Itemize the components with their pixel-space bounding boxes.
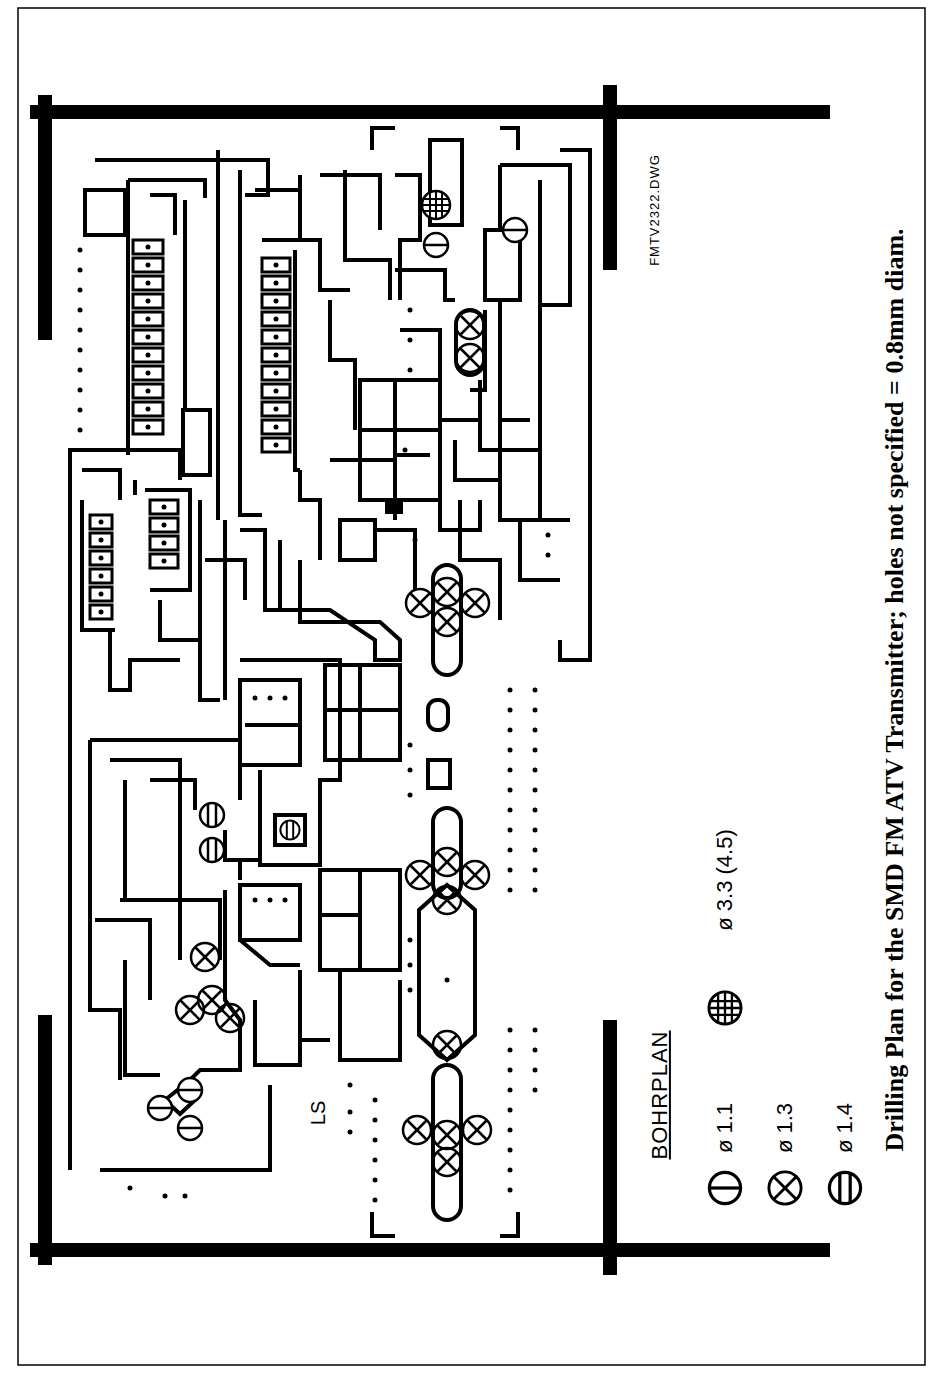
legend-label: ø 3.3 (4.5)	[713, 827, 737, 932]
board-label: LS	[307, 1099, 329, 1127]
legend-label: ø 1.4	[833, 1101, 857, 1155]
drawing-filename: FMTV2322.DWG	[648, 152, 662, 268]
figure-caption: Drilling Plan for the SMD FM ATV Transmi…	[881, 226, 910, 1153]
legend-heading: BOHRPLAN	[648, 1028, 672, 1161]
legend-label: ø 1.3	[773, 1101, 797, 1155]
legend-label: ø 1.1	[713, 1101, 737, 1155]
